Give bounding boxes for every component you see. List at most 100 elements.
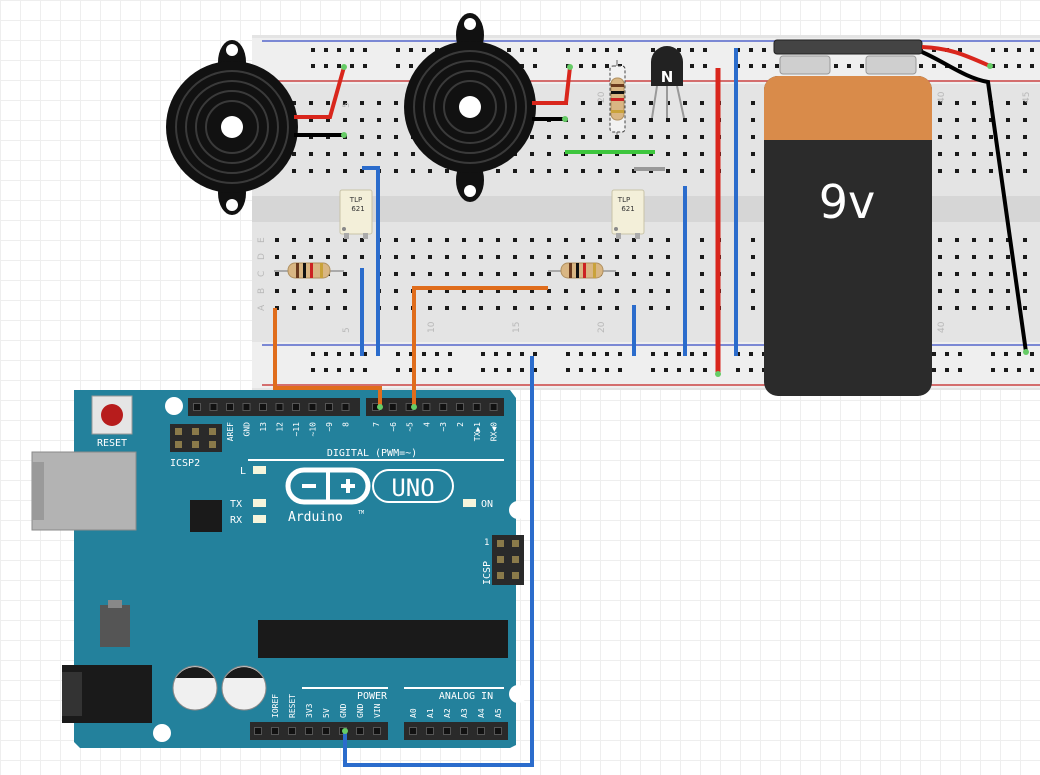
breadboard-hole: [547, 289, 551, 293]
breadboard-hole: [1006, 289, 1010, 293]
reset-button-cap[interactable]: [101, 404, 123, 426]
usb-chip: [190, 500, 222, 532]
led-rx-label: RX: [230, 515, 242, 526]
breadboard-hole: [666, 169, 670, 173]
breadboard-hole: [581, 118, 585, 122]
rail-hole: [520, 48, 524, 52]
rail-hole: [481, 368, 485, 372]
breadboard-hole: [411, 238, 415, 242]
breadboard-hole: [309, 169, 313, 173]
breadboard-hole: [326, 255, 330, 259]
breadboard-hole: [343, 152, 347, 156]
uno-label: UNO: [391, 474, 434, 502]
breadboard-hole: [1023, 169, 1027, 173]
header-socket: [422, 403, 431, 411]
breadboard-hole: [972, 152, 976, 156]
digital-pin-label: ~10: [309, 422, 318, 437]
breadboard-hole: [955, 152, 959, 156]
rail-hole: [958, 48, 962, 52]
breadboard-hole: [377, 152, 381, 156]
breadboard-hole: [530, 306, 534, 310]
breadboard-hole: [292, 289, 296, 293]
breadboard-hole: [751, 152, 755, 156]
breadboard-hole: [938, 169, 942, 173]
breadboard-hole: [666, 255, 670, 259]
optocoupler-2-label-line1: TLP: [617, 196, 630, 204]
breadboard-hole: [938, 101, 942, 105]
power-pin-label: IOREF: [271, 694, 280, 718]
breadboard-hole: [292, 169, 296, 173]
rail-hole: [566, 352, 570, 356]
breadboard-hole: [394, 238, 398, 242]
header-socket: [443, 727, 451, 735]
header-socket: [322, 727, 330, 735]
breadboard-hole: [666, 118, 670, 122]
rail-hole: [690, 368, 694, 372]
rail-hole: [324, 352, 328, 356]
rail-hole: [422, 48, 426, 52]
breadboard-hole: [428, 169, 432, 173]
bb-col-top-20: 20: [597, 91, 607, 103]
breadboard-hole: [479, 255, 483, 259]
header-socket: [460, 727, 468, 735]
breadboard-hole: [751, 289, 755, 293]
breadboard-hole: [411, 169, 415, 173]
icsp-header: [492, 535, 524, 585]
rail-hole: [363, 64, 367, 68]
breadboard-hole: [666, 238, 670, 242]
rail-hole: [1004, 64, 1008, 68]
breadboard-hole: [938, 306, 942, 310]
breadboard-hole: [309, 152, 313, 156]
battery-terminal-positive: [865, 55, 917, 75]
rail-hole: [520, 352, 524, 356]
breadboard-hole: [394, 306, 398, 310]
reset-button[interactable]: [91, 395, 133, 435]
digital-label: DIGITAL (PWM=~): [327, 448, 417, 459]
breadboard-hole: [955, 255, 959, 259]
breadboard-hole: [1023, 238, 1027, 242]
breadboard-hole: [649, 101, 653, 105]
npn-transistor: N: [651, 46, 685, 119]
rail-hole: [1030, 48, 1034, 52]
breadboard-hole: [377, 118, 381, 122]
breadboard-hole: [360, 169, 364, 173]
breadboard-hole: [581, 289, 585, 293]
power-header: [250, 722, 388, 740]
breadboard-hole: [326, 289, 330, 293]
rail-hole: [677, 368, 681, 372]
rail-hole: [834, 64, 838, 68]
rail-hole: [311, 48, 315, 52]
breadboard-hole: [309, 118, 313, 122]
rail-hole: [409, 352, 413, 356]
breadboard-hole: [343, 238, 347, 242]
optocoupler-1-label-line2: 621: [351, 205, 364, 213]
breadboard-hole: [343, 169, 347, 173]
breadboard-hole: [700, 152, 704, 156]
rail-hole: [945, 368, 949, 372]
breadboard-hole: [938, 152, 942, 156]
power-pin-label: GND: [356, 703, 365, 718]
breadboard-hole: [326, 169, 330, 173]
rail-hole: [494, 352, 498, 356]
breadboard-hole: [462, 289, 466, 293]
breadboard-hole: [683, 118, 687, 122]
breadboard-hole: [564, 255, 568, 259]
rail-hole: [677, 352, 681, 356]
rail-hole: [481, 352, 485, 356]
digital-pin-label: AREF: [226, 422, 235, 441]
rail-hole: [507, 48, 511, 52]
breadboard-hole: [581, 238, 585, 242]
rail-hole: [690, 64, 694, 68]
breadboard-hole: [292, 101, 296, 105]
voltage-regulator: [100, 605, 130, 647]
rail-hole: [860, 64, 864, 68]
breadboard-hole: [989, 272, 993, 276]
transistor-label: N: [661, 68, 674, 86]
bb-row-e: E: [257, 237, 267, 243]
breadboard-hole: [394, 272, 398, 276]
breadboard-hole: [649, 135, 653, 139]
breadboard-hole: [632, 289, 636, 293]
rail-hole: [566, 48, 570, 52]
